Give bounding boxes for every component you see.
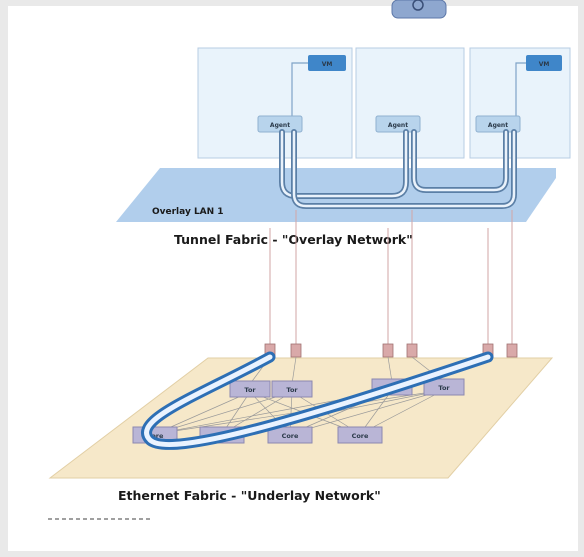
nic-marker (382, 343, 394, 358)
underlay-tunnel (141, 351, 494, 450)
tor-switch (271, 380, 313, 398)
vm-boxes (308, 55, 562, 71)
overlay-tunnels (279, 129, 517, 209)
core-switch (267, 426, 313, 444)
vm-box (308, 55, 346, 71)
vm-label: VM (322, 61, 333, 68)
tor-label: Tor (438, 384, 450, 392)
vm-box (526, 55, 562, 71)
overlay-title: Tunnel Fabric - "Overlay Network" (174, 232, 413, 247)
agent-label: Agent (488, 122, 508, 129)
agent-box (475, 115, 521, 133)
nic-marker (506, 343, 518, 358)
tor-label: Tor (286, 386, 298, 394)
agent-box (375, 115, 421, 133)
core-label: Core (352, 432, 369, 440)
core-label: Core (282, 432, 299, 440)
host-servers (197, 47, 571, 159)
tor-switch (229, 380, 271, 398)
vertical-links (269, 210, 513, 345)
agent-label: Agent (388, 122, 408, 129)
agents (257, 115, 521, 133)
underlay-title: Ethernet Fabric - "Underlay Network" (118, 488, 381, 503)
core-switch (337, 426, 383, 444)
vm-label: VM (539, 61, 550, 68)
core-label: Core (147, 432, 164, 440)
nic-markers (264, 343, 518, 358)
logo-fragment (391, 0, 447, 19)
tor-switch (423, 378, 465, 396)
nic-marker (406, 343, 418, 358)
vm-links (291, 62, 526, 116)
agent-label: Agent (270, 122, 290, 129)
overlay-plane-label: Overlay LAN 1 (152, 207, 224, 217)
nic-marker (290, 343, 302, 358)
tor-label: Tor (244, 386, 256, 394)
